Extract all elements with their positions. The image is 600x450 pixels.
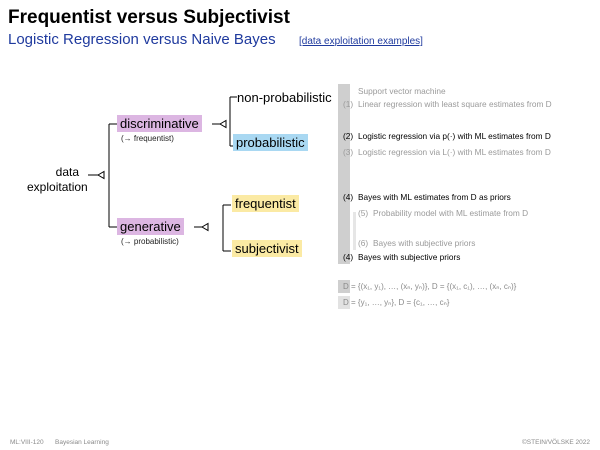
example-num: (2) <box>343 131 354 141</box>
probabilistic-node: probabilistic <box>233 134 308 151</box>
example-text: Bayes with ML estimates from D as priors <box>358 192 511 202</box>
frequentist-node: frequentist <box>232 195 299 212</box>
root-node: data exploitation <box>27 165 88 195</box>
example-num: (6) <box>358 238 369 248</box>
example-text: Linear regression with least square esti… <box>358 99 552 109</box>
indent-bar <box>353 212 356 250</box>
gen-branches <box>223 204 231 252</box>
arrow-left-icon <box>97 170 105 180</box>
formula-line-2: D = {y₁, …, yₙ}, D = {c₁, …, cₙ} <box>343 298 450 307</box>
example-item: (3) Logistic regression via L(·) with ML … <box>343 147 551 157</box>
discriminative-note: (→ frequentist) <box>121 134 174 143</box>
example-num: (3) <box>343 147 354 157</box>
root-branches <box>109 123 117 228</box>
root-label-line2: exploitation <box>27 180 88 194</box>
example-item: (1) Linear regression with least square e… <box>343 99 552 109</box>
example-num: (5) <box>358 208 369 218</box>
subjectivist-node: subjectivist <box>232 240 302 257</box>
example-item: Support vector machine <box>343 86 446 96</box>
example-num: (4) <box>343 192 354 202</box>
page-title: Frequentist versus Subjectivist <box>8 7 290 28</box>
discriminative-node: discriminative <box>117 115 202 132</box>
formula-line-1: D = {(x₁, y₁), …, (xₙ, yₙ)}, D = {(x₁, c… <box>343 282 517 291</box>
root-label-line1: data <box>55 165 80 179</box>
non-probabilistic-node: non-probabilistic <box>237 90 332 105</box>
formula-bar-1 <box>338 280 350 293</box>
example-text: Logistic regression via L(·) with ML est… <box>358 147 551 157</box>
example-text: Support vector machine <box>358 86 446 96</box>
examples-link[interactable]: [data exploitation examples] <box>299 36 423 47</box>
examples-bar <box>338 84 350 264</box>
example-item: (5) Probability model with ML estimate fr… <box>358 208 528 218</box>
arrow-left-icon <box>219 119 227 129</box>
example-text: Bayes with subjective priors <box>373 238 476 248</box>
example-num: (4) <box>343 252 354 262</box>
generative-note: (→ probabilistic) <box>121 237 179 246</box>
footer-code: ML:VIII-120 <box>10 439 44 446</box>
page-subtitle: Logistic Regression versus Naive Bayes <box>8 31 276 48</box>
example-item: (4) Bayes with ML estimates from D as pri… <box>343 192 511 202</box>
example-item: (4) Bayes with subjective priors <box>343 252 460 262</box>
example-text: Bayes with subjective priors <box>358 252 461 262</box>
example-item: (2) Logistic regression via p(·) with ML … <box>343 131 551 141</box>
footer-title: Bayesian Learning <box>55 439 109 446</box>
footer-copyright: ©STEIN/VÖLSKE 2022 <box>521 439 590 446</box>
formula-bar-2 <box>338 296 350 309</box>
example-text: Probability model with ML estimate from … <box>373 208 529 218</box>
arrow-left-icon <box>201 222 209 232</box>
generative-node: generative <box>117 218 184 235</box>
example-num: (1) <box>343 99 354 109</box>
example-text: Logistic regression via p(·) with ML est… <box>358 131 551 141</box>
example-item: (6) Bayes with subjective priors <box>358 238 475 248</box>
